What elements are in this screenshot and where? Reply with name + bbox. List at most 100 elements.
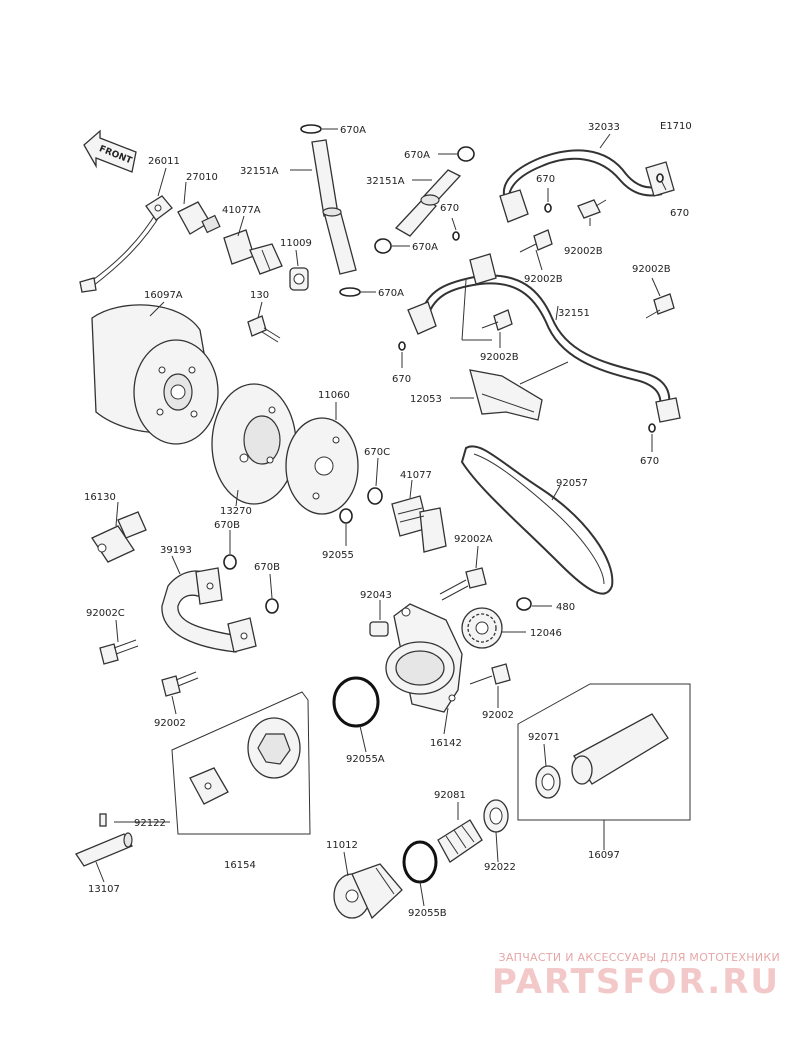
watermark-logo: PARTSFOR.RU	[491, 962, 780, 1002]
label-92002-b: 92002	[482, 710, 514, 721]
label-92057: 92057	[556, 478, 588, 489]
pipe-32151A-left	[311, 139, 357, 275]
label-130: 130	[250, 290, 269, 301]
union-16130	[91, 511, 147, 563]
oil-pipe-32151	[407, 253, 681, 423]
o-ring-670-e	[648, 423, 656, 433]
label-670C: 670C	[364, 447, 390, 458]
sprocket-12046	[461, 607, 503, 649]
watermark-subtitle: ЗАПЧАСТИ И АКСЕССУАРЫ ДЛЯ МОТОТЕХНИКИ	[498, 951, 780, 964]
fitting-41077	[391, 495, 447, 553]
label-92002-a: 92002	[154, 718, 186, 729]
label-670B-b: 670B	[254, 562, 280, 573]
bolt-92002C	[99, 639, 139, 665]
rotor-outer	[247, 717, 301, 779]
washer-11009	[289, 267, 309, 291]
pin-92122	[99, 813, 107, 827]
bolt-130	[247, 315, 281, 343]
label-13270: 13270	[220, 506, 252, 517]
o-ring-670A-top	[300, 124, 322, 134]
o-ring-670B-a	[223, 554, 237, 570]
label-92002B-b: 92002B	[524, 274, 563, 285]
pump-cover-13270	[211, 383, 297, 505]
label-670-a: 670	[536, 174, 555, 185]
pin-92043	[369, 621, 389, 637]
o-ring-670A-bottom	[339, 287, 361, 297]
label-92002B-c: 92002B	[480, 352, 519, 363]
label-27010: 27010	[186, 172, 218, 183]
label-92002B-a: 92002B	[564, 246, 603, 257]
label-92071: 92071	[528, 732, 560, 743]
label-92055B: 92055B	[408, 908, 447, 919]
label-39193: 39193	[160, 545, 192, 556]
o-ring-670-a	[544, 203, 552, 213]
label-32033: 32033	[588, 122, 620, 133]
label-16097: 16097	[588, 850, 620, 861]
label-41077: 41077	[400, 470, 432, 481]
label-670-c: 670	[670, 208, 689, 219]
label-32151A-right: 32151A	[366, 176, 405, 187]
label-41077A: 41077A	[222, 205, 261, 216]
label-670A-mid: 670A	[404, 150, 430, 161]
label-13107: 13107	[88, 884, 120, 895]
washer-92022	[483, 799, 509, 833]
relief-valve-body	[571, 713, 669, 785]
pump-body-16142	[385, 603, 463, 713]
spring-92081	[437, 819, 483, 863]
o-ring-670-c	[656, 173, 664, 183]
label-480: 480	[556, 602, 575, 613]
label-92002B-d: 92002B	[632, 264, 671, 275]
label-670B-a: 670B	[214, 520, 240, 531]
label-670-b: 670	[440, 203, 459, 214]
label-670A-top: 670A	[340, 125, 366, 136]
label-11009: 11009	[280, 238, 312, 249]
bolt-92002B-d	[645, 293, 675, 319]
pipe-39193	[161, 567, 257, 653]
label-26011: 26011	[148, 156, 180, 167]
rotor-set-box-16154	[171, 691, 311, 835]
bolt-92002A	[439, 567, 487, 601]
oil-pipe-32033	[499, 149, 675, 223]
leader-lines	[95, 128, 667, 907]
o-ring-92055B	[402, 840, 438, 884]
bolt-92002B-a	[577, 199, 607, 219]
o-ring-92055	[339, 508, 353, 524]
front-direction-arrow: FRONT	[83, 129, 137, 173]
rotor-inner	[189, 767, 229, 805]
circlip-480	[516, 597, 532, 611]
label-92002C: 92002C	[86, 608, 125, 619]
drive-chain-92057	[460, 445, 614, 595]
label-12046: 12046	[530, 628, 562, 639]
pipe-32151A-right	[394, 169, 462, 237]
o-ring-670-b	[452, 231, 460, 241]
washer-92071	[535, 765, 561, 799]
label-12053: 12053	[410, 394, 442, 405]
label-92055A: 92055A	[346, 754, 385, 765]
label-11012: 11012	[326, 840, 358, 851]
label-670A-low: 670A	[412, 242, 438, 253]
label-670-d: 670	[392, 374, 411, 385]
o-ring-670A-mid	[457, 146, 475, 162]
fitting-41077A	[223, 229, 283, 275]
o-ring-92055A	[332, 676, 380, 728]
bolt-92002B-c	[481, 309, 513, 331]
plug-11012	[333, 863, 403, 920]
oil-pressure-switch	[177, 201, 221, 235]
oil-pressure-sensor-wire	[79, 195, 173, 293]
label-92022: 92022	[484, 862, 516, 873]
label-16130: 16130	[84, 492, 116, 503]
diagram-id: E1710	[660, 121, 692, 132]
label-32151: 32151	[558, 308, 590, 319]
label-670A-bottom: 670A	[378, 288, 404, 299]
label-92122: 92122	[134, 818, 166, 829]
label-92081: 92081	[434, 790, 466, 801]
bolt-92002-left	[161, 671, 199, 697]
bolt-92002B-b	[519, 229, 553, 253]
label-92055: 92055	[322, 550, 354, 561]
shaft-13107	[75, 832, 133, 867]
bolt-92002-right	[469, 663, 511, 685]
o-ring-670B-b	[265, 598, 279, 614]
o-ring-670C	[367, 487, 383, 505]
relief-valve-box-16097	[517, 683, 691, 821]
label-92002A: 92002A	[454, 534, 493, 545]
